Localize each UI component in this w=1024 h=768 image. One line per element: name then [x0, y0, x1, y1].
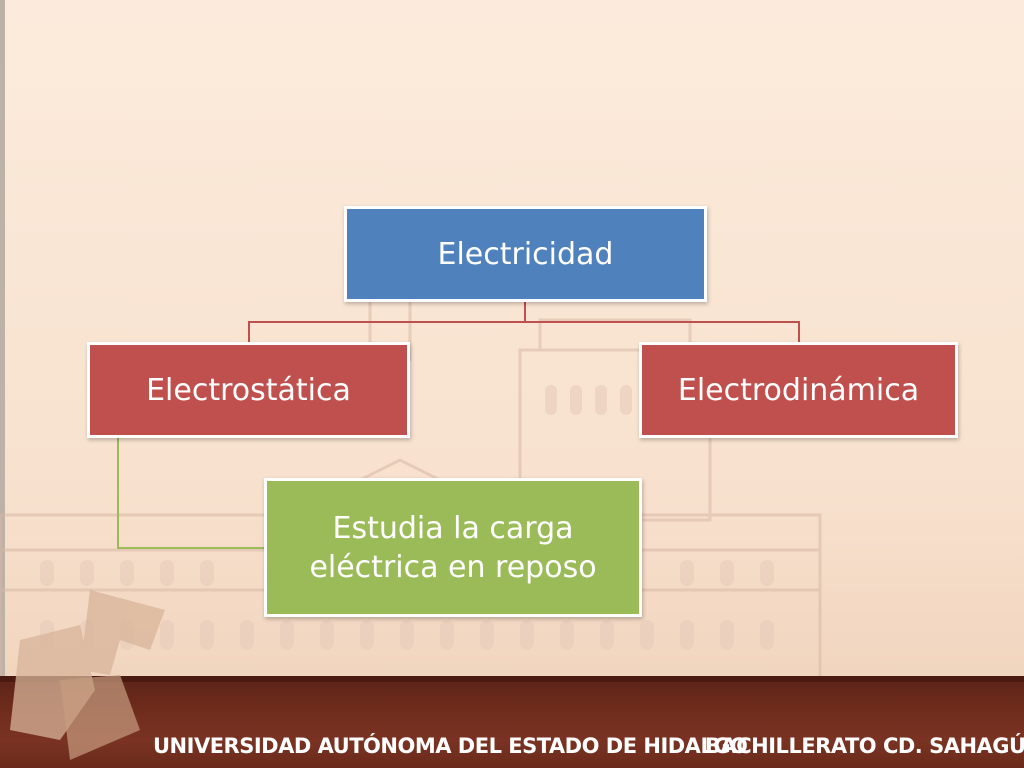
node-detail-label: Estudia la carga eléctrica en reposo: [309, 510, 597, 585]
footer-school: BACHILLERATO CD. SAHAGÚN: [705, 734, 1024, 758]
footer-band: [0, 676, 1024, 768]
node-branch-label: Electrodinámica: [677, 372, 920, 408]
slide-left-edge: [0, 0, 5, 768]
node-branch-electrodinamica: Electrodinámica: [639, 342, 958, 438]
node-root: Electricidad: [344, 206, 707, 302]
node-detail: Estudia la carga eléctrica en reposo: [264, 478, 642, 617]
footer-institution: UNIVERSIDAD AUTÓNOMA DEL ESTADO DE HIDAL…: [153, 734, 748, 758]
node-root-label: Electricidad: [437, 236, 614, 272]
node-branch-label: Electrostática: [146, 372, 351, 408]
connector-branch-to-detail: [117, 438, 264, 549]
hand-logo-decoration: [10, 590, 165, 760]
connector-root-to-branches: [248, 302, 526, 342]
connector-root-to-right: [525, 321, 800, 342]
node-branch-electrostatica: Electrostática: [87, 342, 410, 438]
footer-top-line: [0, 676, 1024, 682]
